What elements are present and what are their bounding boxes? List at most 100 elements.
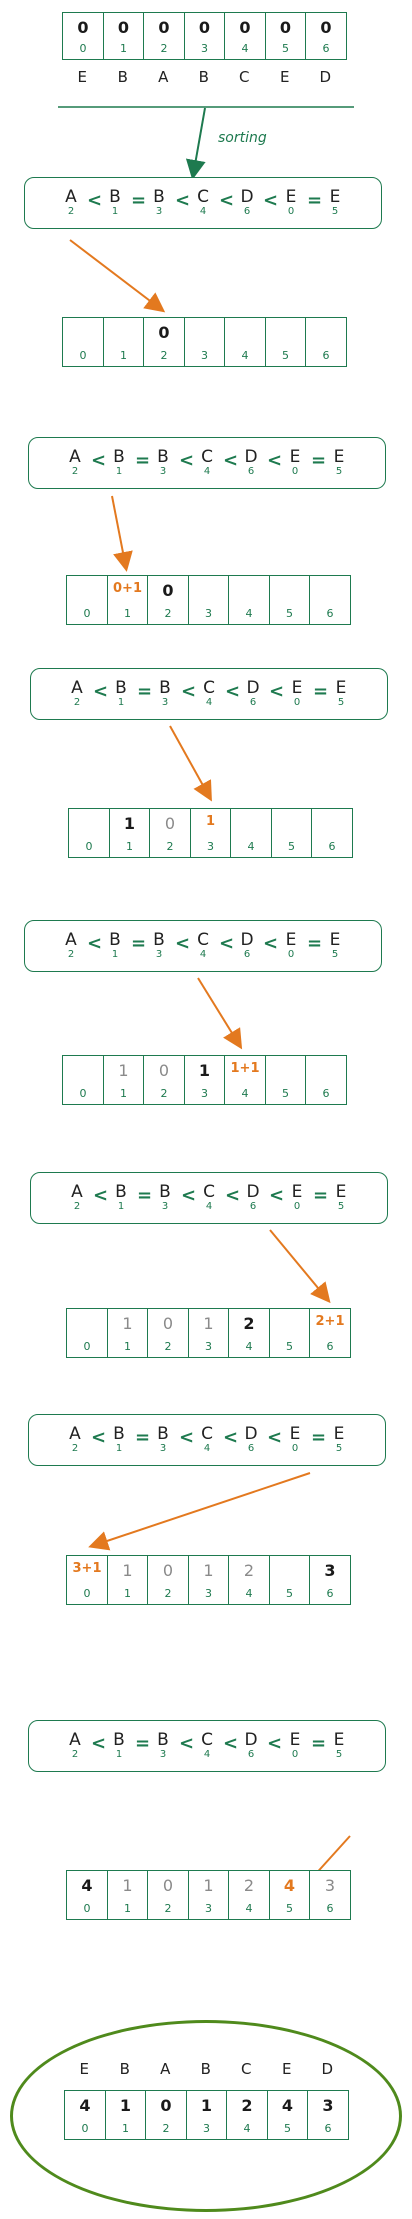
token-index: 6: [247, 466, 255, 477]
comparison-operator: <: [269, 1184, 285, 1206]
cell-count: 2: [243, 1876, 255, 1895]
token-index: 5: [335, 1443, 343, 1454]
cell-index: 6: [326, 1340, 334, 1353]
comparison-operator: <: [179, 1426, 195, 1448]
comparison-operator: <: [225, 680, 241, 702]
token-index: 2: [71, 466, 79, 477]
token-letter: D: [244, 447, 258, 467]
cell-index: 3: [207, 840, 214, 853]
comparison-operator: <: [93, 680, 109, 702]
cell-count: 1: [198, 1061, 211, 1080]
token-index: 4: [199, 949, 207, 960]
cell-index: 0: [83, 1587, 91, 1600]
token-letter: B: [153, 930, 165, 950]
cell-count: 1+1: [230, 1061, 260, 1076]
cell-index: 6: [326, 607, 334, 620]
cell-count: 0: [162, 581, 174, 600]
cell-count: 1: [118, 1061, 129, 1080]
cell-index: 0: [85, 840, 93, 853]
letter: C: [241, 2060, 252, 2078]
comparison-operator: <: [87, 932, 103, 954]
token-index: 3: [155, 949, 163, 960]
token-letter: C: [203, 678, 215, 698]
cell-count: 1: [122, 1561, 133, 1580]
token-index: 3: [155, 206, 163, 217]
token-letter: B: [115, 678, 127, 698]
cell-count: 0: [162, 1876, 174, 1895]
cell-count: 1: [122, 1314, 133, 1333]
token-letter: B: [109, 930, 121, 950]
array-cell: 6: [311, 808, 353, 858]
comparison-operator: <: [181, 680, 197, 702]
cell-count: 1: [123, 814, 136, 833]
cell-index: 6: [326, 1902, 334, 1915]
cell-index: 1: [120, 349, 127, 362]
token-letter: E: [329, 930, 341, 950]
token-index: 2: [73, 1201, 81, 1212]
array-cell: 6: [305, 1055, 347, 1105]
cell-index: 1: [124, 607, 131, 620]
token-index: 6: [249, 1201, 257, 1212]
step-arrow-3: [169, 725, 212, 802]
token-index: 4: [199, 206, 207, 217]
token-letter: B: [113, 1424, 125, 1444]
token-index: 3: [159, 1443, 167, 1454]
token-index: 0: [287, 206, 295, 217]
comparison-operator: =: [311, 449, 327, 471]
cell-index: 2: [164, 1902, 172, 1915]
token-index: 1: [117, 1201, 125, 1212]
cell-index: 6: [326, 1587, 334, 1600]
token-letter: D: [246, 678, 260, 698]
cell-index: 5: [282, 349, 289, 362]
cell-count: 1: [203, 1561, 214, 1580]
token-letter: C: [201, 447, 213, 467]
cell-index: 6: [322, 349, 330, 362]
cell-index: 1: [126, 840, 133, 853]
token-letter: D: [240, 187, 254, 207]
token-letter: E: [289, 1424, 301, 1444]
token-letter: E: [335, 1182, 347, 1202]
comparison-operator: <: [263, 932, 279, 954]
step-arrow-1: [69, 239, 166, 313]
comparison-operator: <: [267, 1732, 283, 1754]
array-cell: 5: [268, 575, 311, 625]
token-index: 0: [291, 1443, 299, 1454]
token-index: 6: [243, 949, 251, 960]
cell-count: 1: [203, 1314, 214, 1333]
token-index: 1: [115, 1443, 123, 1454]
token-letter: B: [109, 187, 121, 207]
token-letter: C: [197, 930, 209, 950]
cell-index: 3: [201, 1087, 208, 1100]
cell-index: 4: [245, 1340, 253, 1353]
comparison-operator: <: [219, 932, 235, 954]
token-letter: A: [71, 1182, 83, 1202]
